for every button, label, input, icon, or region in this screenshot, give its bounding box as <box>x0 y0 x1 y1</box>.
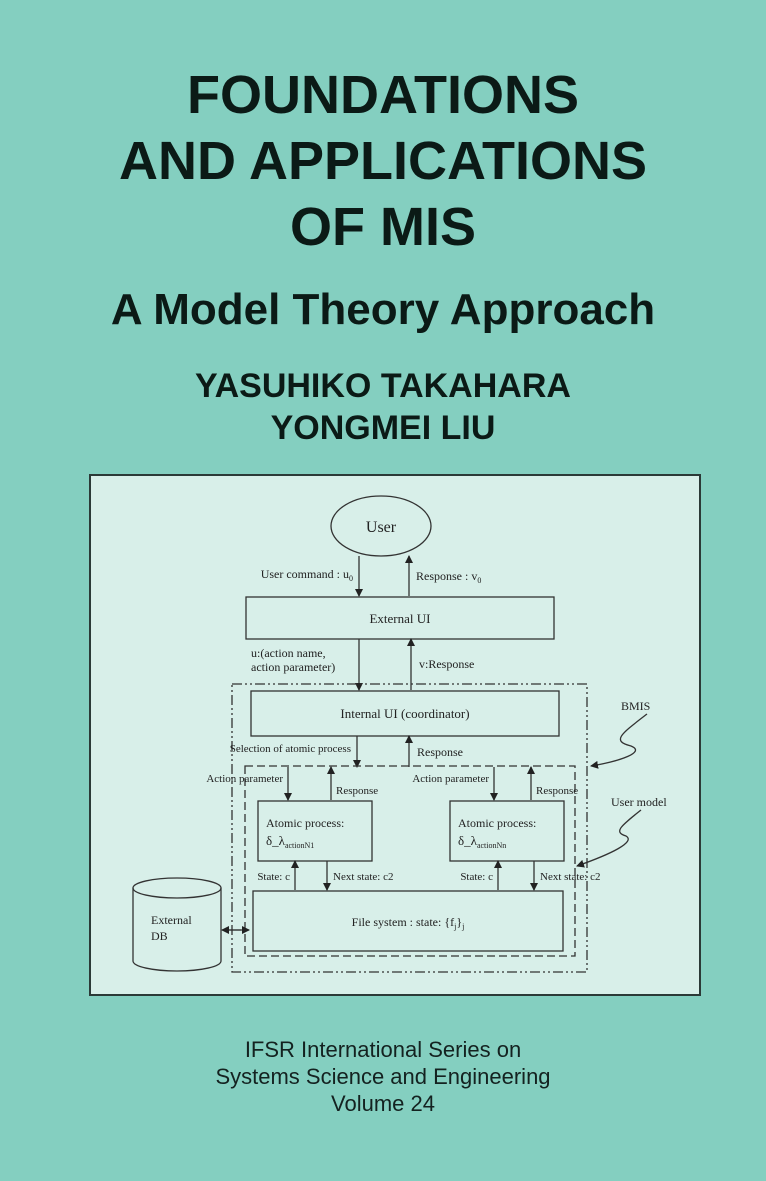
external-ui-label: External UI <box>369 611 430 626</box>
book-subtitle: A Model Theory Approach <box>110 285 656 334</box>
book-title-line-2: AND APPLICATIONS <box>118 131 647 191</box>
action-param-left-label: Action parameter <box>206 773 283 785</box>
bmis-pointer <box>590 713 648 769</box>
u-action-label-2: action parameter) <box>251 660 335 674</box>
v-response-label: v:Response <box>419 657 474 671</box>
next-state-left-label: Next state: c2 <box>333 871 393 883</box>
external-ui-box <box>245 596 555 640</box>
user-command-label: User command : u0 <box>261 567 353 583</box>
external-db-label-2: DB <box>151 929 168 943</box>
file-system-label: File system : state: {fj}j <box>352 915 465 931</box>
external-db-label-1: External <box>151 913 192 927</box>
series-volume: Volume 24 <box>331 1091 435 1116</box>
author-2: YONGMEI LIU <box>270 409 496 447</box>
book-title-line-1: FOUNDATIONS <box>187 65 579 125</box>
book-title-line-3: OF MIS <box>290 197 476 257</box>
atomic-process-n-symbol: δ_λactionNn <box>458 833 506 850</box>
external-db-cylinder <box>132 877 222 972</box>
atomic-process-n-label: Atomic process: <box>458 816 536 830</box>
state-c-right-label: State: c <box>460 871 493 883</box>
series-line-2: Systems Science and Engineering <box>215 1064 551 1089</box>
action-param-right-label: Action parameter <box>412 773 489 785</box>
bmis-label: BMIS <box>621 699 650 713</box>
selection-label: Selection of atomic process <box>230 743 351 755</box>
response-right-label: Response <box>536 785 578 797</box>
user-label: User <box>366 519 397 536</box>
mis-architecture-diagram: User User command : u0 Response : v0 Ext… <box>132 495 667 973</box>
user-model-boundary <box>244 765 576 957</box>
response-left-label: Response <box>336 785 378 797</box>
user-node <box>330 495 432 557</box>
next-state-right-label: Next state: c2 <box>540 871 600 883</box>
response-v0-label: Response : v0 <box>416 569 481 585</box>
user-model-pointer <box>576 809 642 868</box>
author-1: YASUHIKO TAKAHARA <box>195 367 571 405</box>
internal-ui-label: Internal UI (coordinator) <box>340 706 469 721</box>
cover-diagram: User User command : u0 Response : v0 Ext… <box>89 474 701 996</box>
state-c-left-label: State: c <box>257 871 290 883</box>
file-system-box <box>252 890 564 952</box>
response-mid-label: Response <box>417 745 463 759</box>
atomic-process-n-box <box>449 800 565 862</box>
atomic-process-1-box <box>257 800 373 862</box>
user-model-label: User model <box>611 795 667 809</box>
atomic-process-1-symbol: δ_λactionN1 <box>266 833 314 850</box>
u-action-label-1: u:(action name, <box>251 646 326 660</box>
series-line-1: IFSR International Series on <box>244 1037 522 1062</box>
atomic-process-1-label: Atomic process: <box>266 816 344 830</box>
bmis-boundary <box>231 683 588 973</box>
